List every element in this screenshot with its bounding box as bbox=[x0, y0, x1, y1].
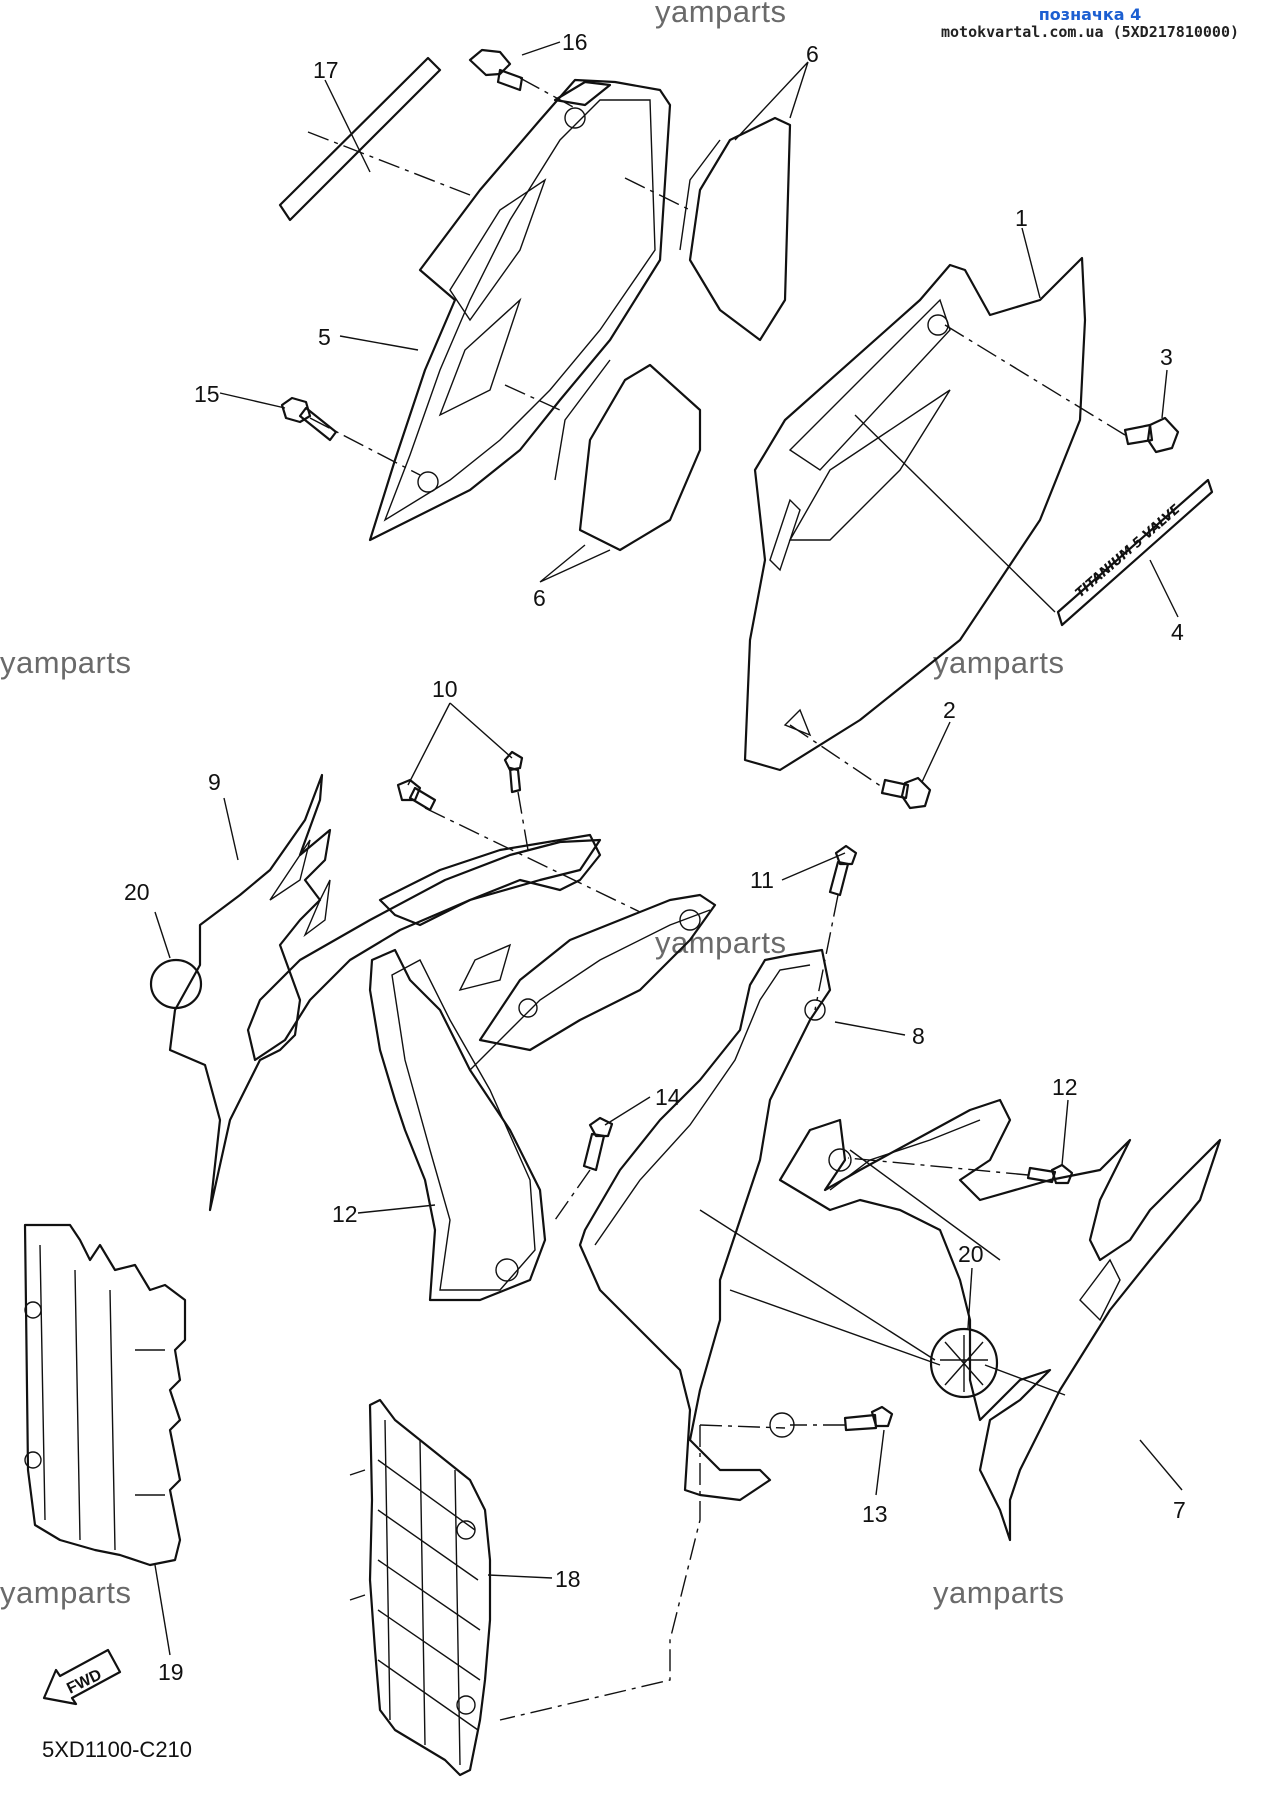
bolt-17-b bbox=[503, 750, 524, 794]
bolt-8 bbox=[468, 48, 524, 92]
callout-15: 12 bbox=[332, 1201, 358, 1227]
bolt-3 bbox=[1123, 416, 1180, 454]
bolt-7 bbox=[280, 396, 338, 442]
tuning-fork-icon bbox=[940, 1335, 988, 1392]
callout-13: 13 bbox=[862, 1501, 888, 1527]
callout-5: 5 bbox=[318, 324, 331, 350]
callout-1: 1 bbox=[1015, 205, 1028, 231]
part-16-shroud-decal bbox=[168, 773, 332, 1212]
part-14-radiator-louver bbox=[349, 1398, 492, 1777]
callout-7: 15 bbox=[194, 381, 220, 407]
fwd-arrow-icon: FWD bbox=[42, 1648, 122, 1706]
part-11-shroud-decal bbox=[778, 1098, 1222, 1542]
callout-18: 14 bbox=[655, 1084, 681, 1110]
part-1-side-cover bbox=[743, 256, 1087, 772]
callout-numbers: 17 5 15 16 6 6 1 3 4 2 9 20 10 11 8 12 1… bbox=[124, 29, 1186, 1685]
part-9-strip bbox=[278, 56, 442, 222]
part-20-emblem-left bbox=[149, 958, 203, 1010]
watermark-right-lower: yamparts bbox=[933, 1575, 1065, 1610]
part-20-emblem-right bbox=[929, 1327, 999, 1399]
part-6-upper-edge bbox=[679, 139, 721, 251]
page-header: позначка 4 motokvartal.com.ua (5XD217810… bbox=[940, 5, 1239, 42]
part-6-lower bbox=[578, 363, 702, 552]
part-19-radiator-guard bbox=[23, 1223, 187, 1567]
callout-3: 3 bbox=[1160, 344, 1173, 370]
part-5-side-cover bbox=[368, 78, 672, 542]
watermark-right-upper: yamparts bbox=[933, 645, 1065, 680]
header-source: motokvartal.com.ua (5XD217810000) bbox=[940, 23, 1239, 42]
callout-20-left: 20 bbox=[124, 879, 150, 905]
watermark-left-lower: yamparts bbox=[0, 1575, 132, 1610]
callout-4: 4 bbox=[1171, 619, 1184, 645]
decal-text: TITANIUM 5 VALVE bbox=[1073, 502, 1184, 601]
bolt-18 bbox=[582, 1116, 614, 1172]
callout-9: 17 bbox=[313, 57, 339, 83]
watermark-top: yamparts bbox=[655, 0, 787, 29]
callout-11: 7 bbox=[1173, 1497, 1186, 1523]
part-4-decal: TITANIUM 5 VALVE bbox=[1056, 478, 1214, 627]
assembly-lines bbox=[307, 77, 1126, 1721]
bolt-2 bbox=[880, 776, 932, 810]
bolt-12-lower bbox=[1026, 1163, 1074, 1185]
leader-lines bbox=[154, 41, 1183, 1656]
part-10-shroud bbox=[578, 948, 832, 1502]
callout-19: 19 bbox=[158, 1659, 184, 1685]
part-6-lower-edge bbox=[554, 359, 611, 481]
callout-16: 9 bbox=[208, 769, 221, 795]
part-6-upper bbox=[688, 116, 792, 342]
bolt-17-a bbox=[396, 778, 437, 812]
callout-2: 2 bbox=[943, 697, 956, 723]
callout-6-upper: 6 bbox=[806, 41, 819, 67]
diagram-code: 5XD1100-C210 bbox=[42, 1737, 193, 1762]
callout-10: 8 bbox=[912, 1023, 925, 1049]
bolt-12-upper bbox=[828, 844, 858, 897]
bolt-13 bbox=[843, 1405, 894, 1432]
watermark-left-upper: yamparts bbox=[0, 645, 132, 680]
callout-12-lower: 12 bbox=[1052, 1074, 1078, 1100]
callout-20-right: 20 bbox=[958, 1241, 984, 1267]
header-title: позначка 4 bbox=[1038, 5, 1142, 24]
callout-6-lower: 6 bbox=[533, 585, 546, 611]
reference-lines bbox=[699, 414, 1066, 1396]
callout-8: 16 bbox=[562, 29, 588, 55]
callout-17: 10 bbox=[432, 676, 458, 702]
callout-12-upper: 11 bbox=[750, 867, 774, 893]
callout-14: 18 bbox=[555, 1566, 581, 1592]
part-15-radiator-shroud bbox=[246, 833, 717, 1302]
